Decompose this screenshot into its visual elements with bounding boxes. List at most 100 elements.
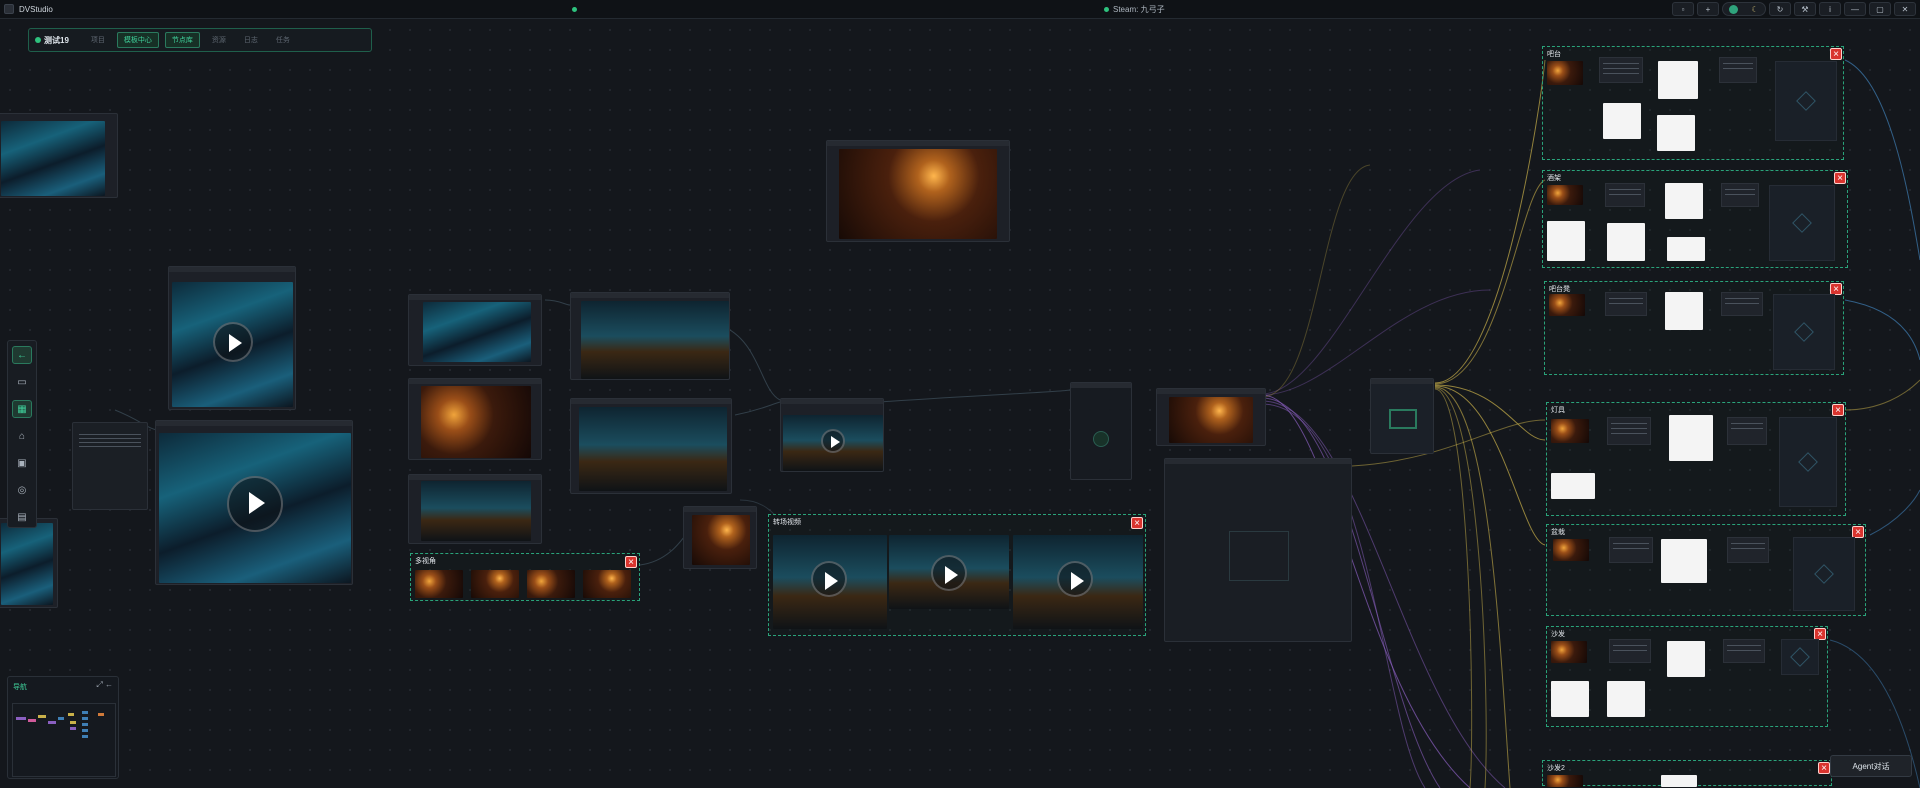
group-wine-rack[interactable]: 酒架 ×	[1542, 170, 1848, 268]
toolbar-item-project[interactable]: 项目	[90, 37, 105, 44]
close-group-icon[interactable]: ×	[1830, 283, 1842, 295]
image-preview	[421, 386, 531, 458]
prompt-text	[1607, 417, 1651, 445]
refresh-button[interactable]: ↻	[1769, 2, 1791, 16]
toolbar-item-assets[interactable]: 资源	[211, 37, 226, 44]
toolbar-item-nodes[interactable]: 节点库	[164, 32, 200, 48]
maximize-button[interactable]: ▢	[1869, 2, 1891, 16]
toolbar-item-logs[interactable]: 日志	[243, 37, 258, 44]
agent-chat-button[interactable]: Agent对话	[1830, 755, 1912, 777]
image-node[interactable]	[0, 113, 118, 198]
minimap-node	[82, 717, 88, 720]
group-plant[interactable]: 盆栽 ×	[1546, 524, 1866, 616]
close-group-icon[interactable]: ×	[625, 556, 637, 568]
home-icon[interactable]: ⌂	[18, 430, 26, 442]
multi-view-group[interactable]: 多视角 ×	[410, 553, 640, 601]
image-icon[interactable]: ▣	[17, 457, 27, 469]
collapse-icon[interactable]: ←	[12, 346, 32, 364]
info-button[interactable]: i	[1819, 2, 1841, 16]
image-node[interactable]	[570, 398, 732, 494]
play-icon[interactable]	[1057, 561, 1093, 597]
minimap-node	[70, 721, 76, 724]
grid-node[interactable]	[1370, 378, 1434, 454]
add-button[interactable]: +	[1697, 2, 1719, 16]
video-node[interactable]	[155, 420, 353, 585]
group-sofa-2[interactable]: 沙发2 ×	[1542, 760, 1832, 787]
minimap[interactable]: 导航 ⤢ ←	[7, 676, 119, 779]
toolbar-item-templates[interactable]: 模板中心	[116, 32, 159, 48]
layers-icon[interactable]: ▦	[12, 400, 32, 418]
image-node[interactable]	[408, 474, 542, 544]
play-icon[interactable]	[227, 476, 283, 532]
product-image	[1551, 473, 1595, 499]
product-image	[1547, 221, 1585, 261]
prompt-text	[1723, 639, 1765, 663]
tools-button[interactable]: ⚒	[1794, 2, 1816, 16]
image-node[interactable]	[1156, 388, 1266, 446]
node-header	[1371, 379, 1433, 384]
close-group-icon[interactable]: ×	[1814, 628, 1826, 640]
title-bar: DVStudio	[0, 0, 1920, 19]
theme-toggle[interactable]: ☾	[1722, 2, 1766, 16]
image-node[interactable]	[570, 292, 730, 380]
minimap-viewport[interactable]	[12, 703, 116, 777]
image-node[interactable]	[408, 378, 542, 460]
panel-toggle-button[interactable]: ▫	[1672, 2, 1694, 16]
image-preview	[1169, 397, 1253, 443]
close-group-icon[interactable]: ×	[1830, 48, 1842, 60]
group-title: 沙发	[1551, 631, 1565, 638]
reference-image	[1547, 775, 1583, 787]
folder-icon[interactable]: ▭	[17, 376, 27, 388]
minimap-node	[28, 719, 36, 722]
close-group-icon[interactable]: ×	[1131, 517, 1143, 529]
play-icon[interactable]	[821, 429, 845, 453]
target-icon[interactable]: ◎	[17, 484, 27, 496]
group-lamps[interactable]: 灯具 ×	[1546, 402, 1846, 516]
image-node[interactable]	[826, 140, 1010, 242]
panel-node[interactable]	[1164, 458, 1352, 642]
node-header	[409, 295, 541, 300]
project-selector[interactable]: 测试19	[35, 35, 69, 46]
minimap-node	[98, 713, 104, 716]
product-image	[1607, 681, 1645, 717]
app-name: DVStudio	[19, 4, 53, 14]
video-node[interactable]	[780, 398, 884, 472]
play-icon[interactable]	[213, 322, 253, 362]
minimap-controls[interactable]: ⤢ ←	[96, 680, 113, 689]
play-icon[interactable]	[811, 561, 847, 597]
minimap-node	[38, 715, 46, 718]
product-image	[1658, 61, 1698, 99]
node-header	[156, 421, 352, 426]
close-group-icon[interactable]: ×	[1852, 526, 1864, 538]
project-status-icon	[35, 37, 41, 43]
steam-status: Steam: 九弓子	[1104, 4, 1165, 15]
thumbnail	[527, 570, 575, 598]
text-node[interactable]	[72, 422, 148, 510]
thumbnail	[471, 570, 519, 598]
close-group-icon[interactable]: ×	[1834, 172, 1846, 184]
close-window-button[interactable]: ✕	[1894, 2, 1916, 16]
image-node[interactable]	[683, 506, 757, 569]
minimap-node	[70, 727, 76, 730]
close-group-icon[interactable]: ×	[1818, 762, 1830, 774]
image-node[interactable]	[408, 294, 542, 366]
placeholder-node[interactable]	[1070, 382, 1132, 480]
thumbnail-icon[interactable]: ▤	[17, 511, 27, 523]
group-title: 酒架	[1547, 175, 1561, 182]
group-bar-counter[interactable]: 吧台 ×	[1542, 46, 1844, 160]
product-image	[1657, 115, 1695, 151]
group-title: 盆栽	[1551, 529, 1565, 536]
close-group-icon[interactable]: ×	[1832, 404, 1844, 416]
play-icon[interactable]	[931, 555, 967, 591]
image-preview	[421, 481, 531, 541]
node-header	[781, 399, 883, 404]
group-sofa[interactable]: 沙发 ×	[1546, 626, 1828, 727]
toolbar-item-tasks[interactable]: 任务	[275, 37, 290, 44]
node-header	[409, 379, 541, 384]
node-header	[571, 293, 729, 298]
transition-video-group[interactable]: 转场视频 ×	[768, 514, 1146, 636]
image-node[interactable]	[0, 518, 58, 608]
minimize-button[interactable]: —	[1844, 2, 1866, 16]
group-bar-stool[interactable]: 吧台凳 ×	[1544, 281, 1844, 375]
video-node[interactable]	[168, 266, 296, 410]
